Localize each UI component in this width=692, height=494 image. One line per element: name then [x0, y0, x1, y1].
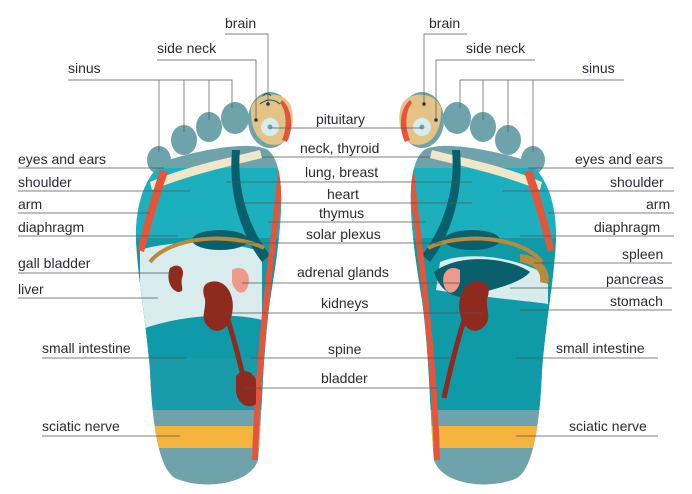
label-eyes-ears-left: eyes and ears [18, 151, 106, 167]
right-kidney [459, 281, 489, 331]
label-diaphragm-right: diaphragm [594, 219, 660, 235]
label-diaphragm-left: diaphragm [18, 219, 84, 235]
left-sciatic-zone [135, 426, 282, 448]
label-shoulder-left: shoulder [18, 174, 72, 190]
right-ureter [441, 319, 467, 399]
label-pituitary: pituitary [316, 111, 365, 127]
label-brain-right: brain [429, 15, 460, 31]
right-foot [399, 92, 557, 485]
label-side-neck-right: side neck [466, 40, 526, 56]
label-side-neck-left: side neck [157, 40, 217, 56]
left-heart-band [231, 150, 270, 262]
right-toe-2 [443, 102, 471, 134]
right-diaphragm-arc [427, 236, 544, 264]
right-toe-4 [495, 125, 521, 155]
leader-lines [18, 33, 674, 437]
label-pancreas: pancreas [606, 271, 664, 287]
left-toe-4 [171, 125, 197, 155]
label-adrenal-glands: adrenal glands [297, 264, 389, 280]
label-lung-breast: lung, breast [305, 164, 378, 180]
right-pancreas [434, 259, 530, 297]
left-spine-line [252, 150, 282, 460]
right-spleen [520, 254, 549, 284]
label-sciatic-left: sciatic nerve [42, 418, 120, 434]
left-arm-line [138, 170, 168, 252]
label-bladder: bladder [321, 370, 368, 386]
left-toe-2 [221, 102, 249, 134]
right-adrenal [443, 267, 460, 293]
label-liver: liver [18, 281, 44, 297]
label-brain-left: brain [225, 15, 256, 31]
label-neck-thyroid: neck, thyroid [300, 140, 379, 156]
right-big-toe-red-edge [400, 100, 412, 142]
label-eyes-ears-right: eyes and ears [575, 151, 663, 167]
right-arm-line [524, 170, 554, 252]
left-big-toe-red-edge [280, 100, 292, 142]
label-sinus-right: sinus [582, 60, 615, 76]
right-heart-band [422, 150, 461, 262]
left-diaphragm-arc [148, 236, 265, 264]
left-adrenal [232, 267, 249, 293]
label-arm-right: arm [646, 196, 670, 212]
right-toe-3 [470, 112, 496, 142]
label-arm-left: arm [18, 196, 42, 212]
label-sinus-left: sinus [68, 60, 101, 76]
left-foot [135, 92, 293, 485]
label-spine: spine [328, 341, 362, 357]
label-gall-bladder: gall bladder [18, 255, 91, 271]
label-kidneys: kidneys [321, 295, 368, 311]
labels: brain brain side neck side neck sinus si… [18, 15, 670, 434]
left-toe-3 [196, 112, 222, 142]
label-small-intestine-right: small intestine [556, 340, 645, 356]
label-sciatic-right: sciatic nerve [569, 418, 647, 434]
left-toes [147, 92, 293, 174]
label-small-intestine-left: small intestine [42, 340, 131, 356]
label-stomach: stomach [610, 293, 663, 309]
label-solar-plexus: solar plexus [306, 226, 381, 242]
left-gall-bladder [168, 265, 184, 292]
label-spleen: spleen [622, 246, 663, 262]
left-kidney [203, 281, 233, 331]
left-bladder [236, 371, 256, 407]
right-sciatic-zone [410, 426, 557, 448]
right-spine-line [410, 150, 440, 460]
label-thymus: thymus [319, 205, 364, 221]
label-heart: heart [327, 186, 359, 202]
label-shoulder-right: shoulder [610, 174, 664, 190]
